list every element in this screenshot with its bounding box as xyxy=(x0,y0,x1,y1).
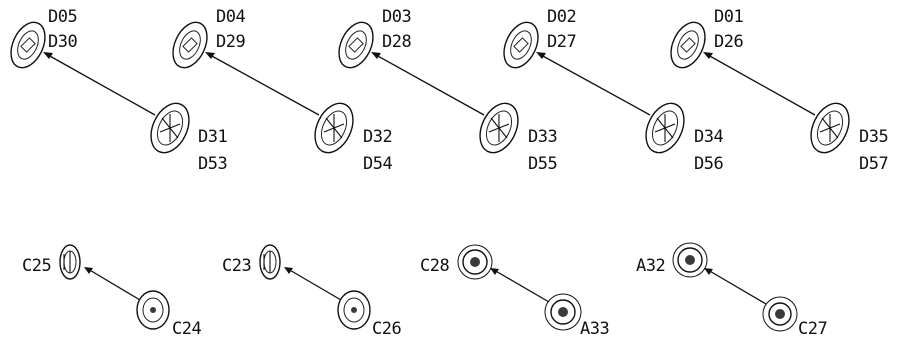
label-target-5b: D26 xyxy=(714,32,744,52)
label-bottom-target-1: C25 xyxy=(22,256,52,276)
roller-part-1 xyxy=(136,290,170,330)
label-part-1a: D31 xyxy=(198,127,228,147)
arrow-top-2 xyxy=(205,52,320,116)
label-bottom-part-4: C27 xyxy=(798,319,828,339)
label-part-2b: D54 xyxy=(363,154,393,174)
roller-target-1 xyxy=(59,244,81,280)
label-bottom-target-3: C28 xyxy=(420,256,450,276)
wheel-target-5 xyxy=(670,21,706,69)
arrow-top-3 xyxy=(371,52,485,116)
arrow-bottom-3 xyxy=(490,268,550,303)
label-target-5a: D01 xyxy=(714,7,744,27)
arrow-bottom-4 xyxy=(704,268,767,305)
wheel-part-4 xyxy=(645,102,685,154)
wheel-target-1 xyxy=(10,21,46,69)
label-part-5b: D57 xyxy=(859,154,889,174)
label-bottom-target-2: C23 xyxy=(222,256,252,276)
wheel-target-3 xyxy=(338,21,374,69)
sprocket-part-1 xyxy=(544,293,582,331)
wheel-target-2 xyxy=(172,21,208,69)
sprocket-target-1 xyxy=(457,244,493,280)
label-target-4b: D27 xyxy=(547,32,577,52)
roller-target-2 xyxy=(259,244,281,280)
label-part-4b: D56 xyxy=(694,154,724,174)
label-target-2a: D04 xyxy=(216,7,246,27)
label-bottom-part-1: C24 xyxy=(172,319,202,339)
label-target-4a: D02 xyxy=(547,7,577,27)
arrow-bottom-1 xyxy=(84,267,141,301)
label-target-1b: D30 xyxy=(48,32,78,52)
label-part-3a: D33 xyxy=(528,127,558,147)
arrow-top-1 xyxy=(43,52,156,116)
label-target-1a: D05 xyxy=(48,7,78,27)
wheel-part-3 xyxy=(479,102,519,154)
wheel-part-2 xyxy=(314,102,354,154)
wheel-part-5 xyxy=(810,102,850,154)
label-bottom-part-3: A33 xyxy=(580,319,610,339)
label-target-3a: D03 xyxy=(382,7,412,27)
label-target-3b: D28 xyxy=(382,32,412,52)
label-part-4a: D34 xyxy=(694,127,724,147)
sprocket-target-2 xyxy=(672,242,708,278)
label-part-1b: D53 xyxy=(198,154,228,174)
wheel-part-1 xyxy=(150,102,190,154)
label-part-5a: D35 xyxy=(859,127,889,147)
label-part-3b: D55 xyxy=(528,154,558,174)
label-part-2a: D32 xyxy=(363,127,393,147)
sprocket-part-2 xyxy=(762,296,798,332)
label-target-2b: D29 xyxy=(216,32,246,52)
arrow-bottom-2 xyxy=(284,267,342,301)
arrow-top-4 xyxy=(536,52,651,116)
label-bottom-target-4: A32 xyxy=(636,256,666,276)
arrow-top-5 xyxy=(703,52,816,116)
label-bottom-part-2: C26 xyxy=(372,319,402,339)
roller-part-2 xyxy=(337,290,371,330)
wheel-target-4 xyxy=(503,21,539,69)
